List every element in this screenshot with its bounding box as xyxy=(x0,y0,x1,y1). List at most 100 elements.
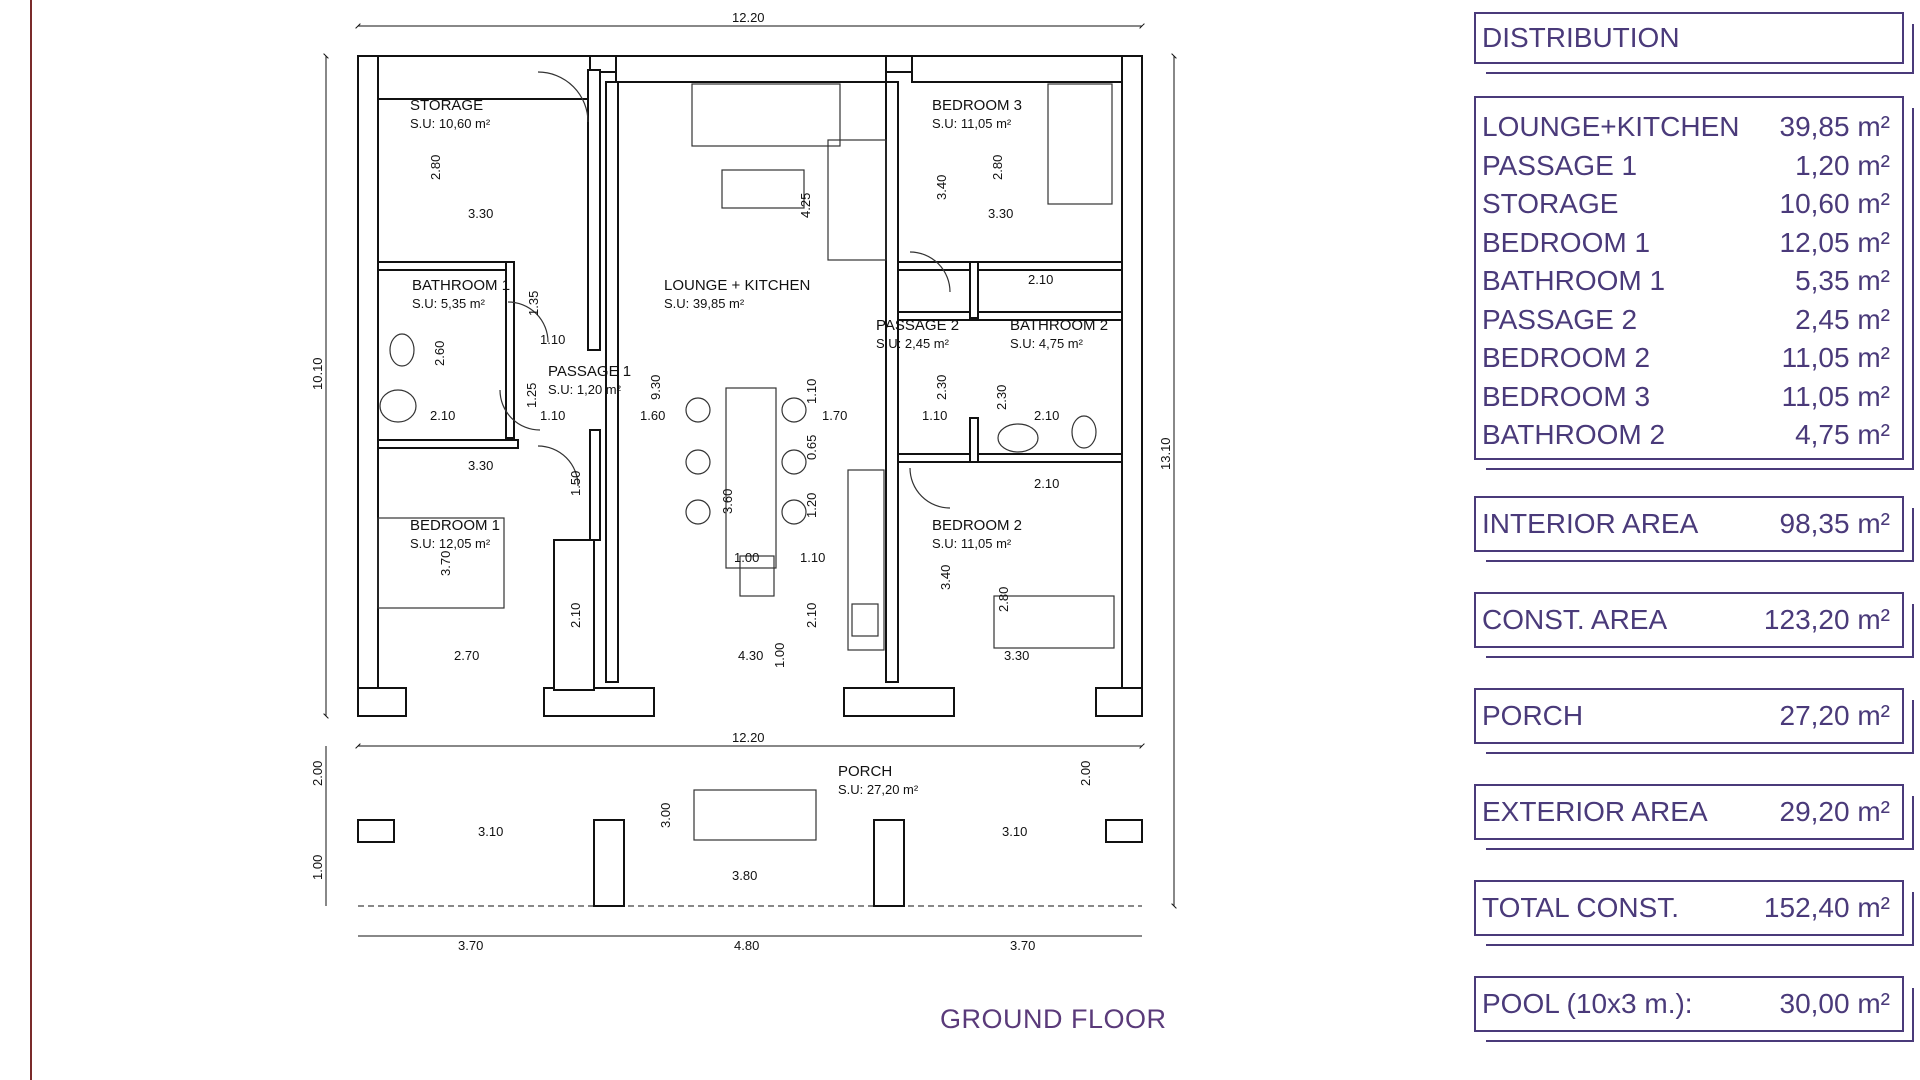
dim-label: 1.25 xyxy=(524,383,539,408)
dim-label: 1.00 xyxy=(310,855,325,880)
sink-icon xyxy=(851,603,879,637)
dim-label: 1.10 xyxy=(800,550,825,565)
dim-label: 2.10 xyxy=(804,603,819,628)
dim-label: 10.10 xyxy=(310,357,325,390)
dim-label: 1.35 xyxy=(526,291,541,316)
dim-label: 2.10 xyxy=(1028,272,1053,287)
room-su-porch: S.U: 27,20 m² xyxy=(838,782,919,797)
total-label: INTERIOR AREA xyxy=(1482,508,1699,539)
sheet-frame-left xyxy=(30,0,32,1080)
dim-label: 2.10 xyxy=(1034,408,1059,423)
room-name-bathroom1: BATHROOM 1 xyxy=(412,277,510,294)
dim-label: 4.80 xyxy=(734,938,759,953)
dim-label: 3.80 xyxy=(732,868,757,883)
walls xyxy=(357,55,1143,717)
total-value: 27,20 m² xyxy=(1779,700,1891,731)
dim-label: 9.30 xyxy=(648,375,663,400)
sofa-side-icon xyxy=(827,139,887,261)
room-name-lounge: LOUNGE + KITCHEN xyxy=(664,277,810,294)
room-labels: STORAGE S.U: 10,60 m² LOUNGE + KITCHEN S… xyxy=(410,97,1108,797)
sofa-icon xyxy=(691,83,841,147)
room-su-bathroom2: S.U: 4,75 m² xyxy=(1010,336,1084,351)
washbasin-icon xyxy=(379,389,417,423)
dim-label: 2.80 xyxy=(428,155,443,180)
dim-label: 1.60 xyxy=(640,408,665,423)
dim-label: 3.00 xyxy=(658,803,673,828)
dim-label: 2.10 xyxy=(430,408,455,423)
dim-label: 3.30 xyxy=(1004,648,1029,663)
plan-title: GROUND FLOOR xyxy=(940,1004,1167,1034)
washbasin-icon-2 xyxy=(997,423,1039,453)
dim-label: 3.10 xyxy=(478,824,503,839)
room-name-passage2: PASSAGE 2 xyxy=(876,317,959,334)
room-name-bedroom3: BEDROOM 3 xyxy=(932,97,1022,114)
total-label: PORCH xyxy=(1482,700,1584,731)
dim-label: 3.70 xyxy=(438,551,453,576)
distribution-header-box: DISTRIBUTION xyxy=(1474,12,1914,74)
room-name-bathroom2: BATHROOM 2 xyxy=(1010,317,1108,334)
total-value: 152,40 m² xyxy=(1763,892,1890,923)
total-value: 30,00 m² xyxy=(1779,988,1891,1019)
dim-label: 3.70 xyxy=(1010,938,1035,953)
dim-label: 3.40 xyxy=(938,565,953,590)
dim-label: 1.20 xyxy=(804,493,819,518)
door-swing-icon xyxy=(537,71,589,123)
bed-icon-1 xyxy=(377,517,505,609)
floor-plan: STORAGE S.U: 10,60 m² LOUNGE + KITCHEN S… xyxy=(310,10,1177,953)
dim-label: 2.80 xyxy=(990,155,1005,180)
dim-label: 3.60 xyxy=(720,489,735,514)
dim-label: 3.70 xyxy=(458,938,483,953)
dim-label: 1.10 xyxy=(922,408,947,423)
total-label: POOL (10x3 m.): xyxy=(1482,988,1693,1019)
room-su-passage2: S.U: 2,45 m² xyxy=(876,336,950,351)
dim-label: 13.10 xyxy=(1158,437,1173,470)
dim-label: 1.10 xyxy=(540,408,565,423)
toilet-icon-2 xyxy=(1071,415,1097,449)
distribution-header: DISTRIBUTION xyxy=(1476,14,1902,62)
total-const-box: TOTAL CONST. 152,40 m² xyxy=(1474,880,1914,946)
dim-label: 4.25 xyxy=(798,193,813,218)
dim-label: 2.10 xyxy=(568,603,583,628)
dim-label: 2.60 xyxy=(432,341,447,366)
dim-label: 1.10 xyxy=(540,332,565,347)
stool-icon xyxy=(685,397,711,423)
total-value: 123,20 m² xyxy=(1763,604,1890,635)
total-label: TOTAL CONST. xyxy=(1482,892,1680,923)
dim-label: 12.20 xyxy=(732,730,765,745)
coffee-table-icon xyxy=(721,169,805,209)
total-porch-box: PORCH 27,20 m² xyxy=(1474,688,1914,754)
dim-label: 3.10 xyxy=(1002,824,1027,839)
bed-icon-2 xyxy=(993,595,1115,649)
total-pool-box: POOL (10x3 m.): 30,00 m² xyxy=(1474,976,1914,1042)
dimension-lines xyxy=(323,23,1177,937)
room-su-lounge: S.U: 39,85 m² xyxy=(664,296,745,311)
dim-label: 2.30 xyxy=(994,385,1009,410)
dim-label: 3.40 xyxy=(934,175,949,200)
distribution-header-label: DISTRIBUTION xyxy=(1482,22,1680,53)
dim-label: 2.80 xyxy=(996,587,1011,612)
dining-table-icon xyxy=(693,789,817,841)
room-su-passage1: S.U: 1,20 m² xyxy=(548,382,622,397)
room-su-bedroom1: S.U: 12,05 m² xyxy=(410,536,491,551)
room-name-bedroom1: BEDROOM 1 xyxy=(410,517,500,534)
total-const-area-box: CONST. AREA 123,20 m² xyxy=(1474,592,1914,658)
total-label: CONST. AREA xyxy=(1482,604,1668,635)
toilet-icon xyxy=(389,333,415,367)
room-su-bathroom1: S.U: 5,35 m² xyxy=(412,296,486,311)
room-name-bedroom2: BEDROOM 2 xyxy=(932,517,1022,534)
room-su-bedroom3: S.U: 11,05 m² xyxy=(932,116,1012,131)
dim-label: 3.30 xyxy=(988,206,1013,221)
room-name-porch: PORCH xyxy=(838,763,892,780)
dim-label: 0.65 xyxy=(804,435,819,460)
room-name-storage: STORAGE xyxy=(410,97,483,114)
